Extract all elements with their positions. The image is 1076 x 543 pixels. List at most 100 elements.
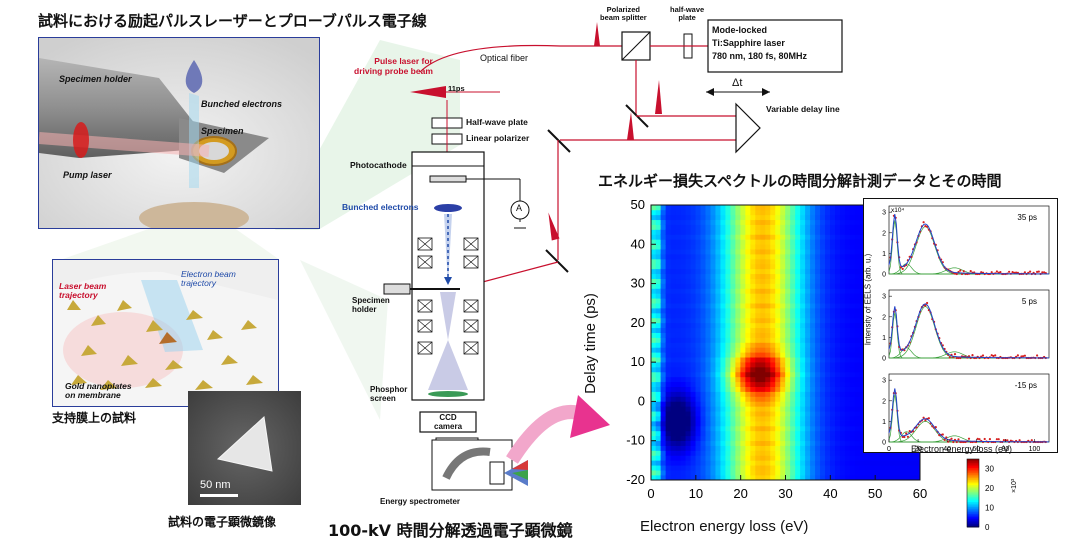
heatmap-cell (745, 327, 751, 333)
colorbar-step (967, 487, 979, 491)
heatmap-cell (854, 455, 861, 461)
heatmap-cell (715, 204, 722, 211)
heatmap-cell (730, 322, 736, 329)
heatmap-cell (665, 435, 672, 442)
heatmap-cell (690, 342, 697, 348)
heatmap-cell (690, 268, 697, 275)
heatmap-cell (650, 219, 657, 225)
heatmap-cell (690, 322, 697, 329)
heatmap-ytick-label: 40 (631, 236, 645, 251)
heatmap-cell (710, 366, 717, 373)
heatmap-cell (665, 430, 672, 437)
heatmap-cell (839, 293, 846, 299)
heatmap-cell (780, 263, 786, 270)
heatmap-cell (785, 258, 791, 265)
heatmap-cell (655, 460, 662, 466)
heatmap-cell (844, 293, 851, 299)
heatmap-cell (839, 406, 846, 412)
heatmap-cell (755, 327, 761, 333)
heatmap-cell (790, 366, 796, 373)
heatmap-cell (705, 342, 712, 348)
heatmap-cell (810, 288, 816, 294)
heatmap-cell (785, 224, 791, 230)
heatmap-cell (690, 327, 697, 333)
colorbar-step (967, 493, 979, 496)
heatmap-cell (735, 386, 741, 392)
heatmap-cell (685, 229, 692, 235)
heatmap-cell (889, 469, 896, 476)
heatmap-cell (899, 474, 906, 481)
heatmap-cell (830, 337, 836, 343)
heatmap-cell (650, 322, 657, 329)
heatmap-cell (750, 337, 756, 343)
heatmap-cell (665, 219, 672, 225)
heatmap-cell (765, 464, 771, 471)
heatmap-cell (800, 288, 806, 294)
heatmap-cell (720, 214, 727, 221)
heatmap-cell (904, 464, 911, 471)
heatmap-cell (650, 440, 657, 446)
heatmap-cell (805, 464, 811, 471)
heatmap-cell (830, 302, 836, 309)
heatmap-cell (715, 366, 722, 373)
heatmap-cell (650, 229, 657, 235)
heatmap-cell (815, 342, 821, 348)
heatmap-cell (839, 209, 846, 216)
heatmap-cell (690, 401, 697, 407)
heatmap-cell (775, 425, 781, 432)
heatmap-cell (735, 317, 741, 324)
heatmap-cell (790, 263, 796, 270)
heatmap-cell (695, 469, 702, 476)
colorbar-step (967, 504, 979, 508)
heatmap-cell (765, 430, 771, 437)
heatmap-ytick-label: 50 (631, 197, 645, 212)
heatmap-cell (849, 410, 856, 417)
heatmap-cell (650, 460, 657, 466)
heatmap-cell (770, 410, 776, 417)
heatmap-cell (795, 234, 801, 240)
heatmap-cell (864, 474, 871, 481)
heatmap-cell (715, 474, 722, 481)
heatmap-cell (655, 435, 662, 442)
heatmap-cell (740, 248, 746, 255)
heatmap-cell (675, 234, 682, 240)
heatmap-cell (715, 273, 722, 279)
heatmap-cell (859, 239, 866, 245)
heatmap-cell (755, 224, 761, 230)
heatmap-cell (854, 278, 861, 284)
heatmap-cell (820, 234, 826, 240)
heatmap-cell (780, 347, 786, 353)
heatmap-cell (730, 248, 736, 255)
heatmap-cell (715, 209, 722, 216)
heatmap-cell (815, 312, 821, 319)
inset-ytick-label: 0 (882, 440, 886, 447)
heatmap-cell (775, 278, 781, 284)
colorbar-step (967, 481, 979, 484)
heatmap-cell (690, 464, 697, 471)
heatmap-cell (844, 224, 851, 230)
heatmap-cell (705, 298, 712, 304)
heatmap-cell (770, 440, 776, 446)
heatmap-cell (660, 347, 667, 353)
heatmap-cell (750, 263, 756, 270)
heatmap-cell (735, 307, 741, 314)
heatmap-cell (705, 248, 712, 255)
heatmap-cell (815, 307, 821, 314)
heatmap-cell (735, 302, 741, 309)
heatmap-cell (735, 347, 741, 353)
heatmap-cell (785, 302, 791, 309)
heatmap-cell (914, 460, 921, 466)
heatmap-cell (770, 430, 776, 437)
heatmap-cell (720, 209, 727, 216)
heatmap-cell (810, 352, 816, 358)
heatmap-cell (835, 322, 841, 329)
heatmap-cell (655, 469, 662, 476)
heatmap-cell (705, 425, 712, 432)
heatmap-cell (690, 258, 697, 265)
heatmap-cell (760, 381, 766, 387)
heatmap-cell (725, 440, 732, 446)
inset-data-point (1023, 271, 1026, 274)
heatmap-cell (859, 455, 866, 461)
heatmap-cell (805, 460, 811, 466)
heatmap-cell (849, 307, 856, 314)
